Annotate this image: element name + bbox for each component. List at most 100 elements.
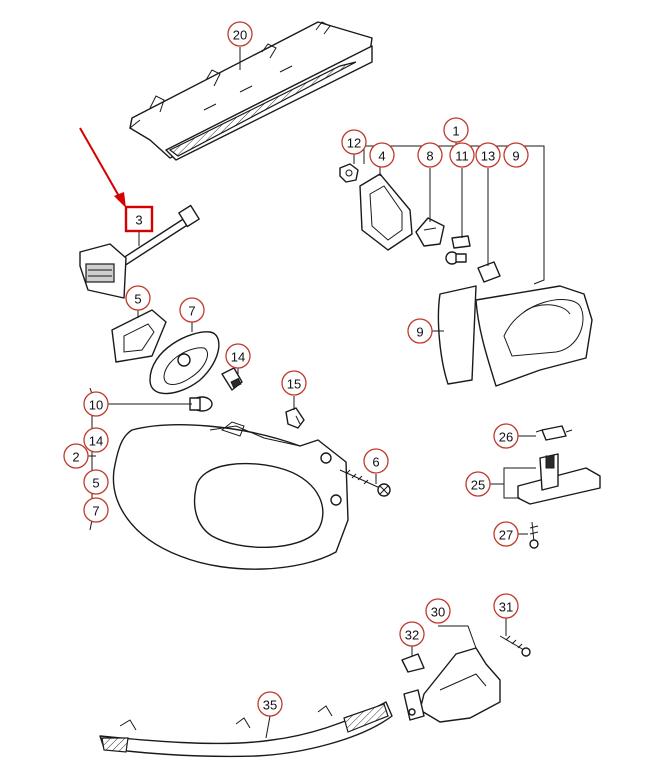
callout-label: 20 xyxy=(233,28,247,43)
callout-15[interactable]: 15 xyxy=(281,370,307,396)
callout-circle xyxy=(465,471,491,497)
callout-label: 26 xyxy=(499,430,513,445)
callout-circle xyxy=(493,521,519,547)
callout-highlight-box xyxy=(124,205,154,233)
callout-label: 9 xyxy=(512,149,519,164)
tail-lamp-illustration xyxy=(112,421,349,570)
callout-2[interactable]: 2 xyxy=(63,443,89,469)
callout-circle xyxy=(63,443,89,469)
callout-label: 9 xyxy=(416,325,423,340)
license-light-illustration xyxy=(517,425,601,549)
callout-circle xyxy=(83,391,109,417)
callout-circle xyxy=(475,142,501,168)
callout-8[interactable]: 8 xyxy=(417,142,443,168)
wedge-bulb-illustration xyxy=(445,235,471,265)
callout-label: 25 xyxy=(471,478,485,493)
callout-7b[interactable]: 7 xyxy=(83,497,109,523)
callout-label: 30 xyxy=(431,605,445,620)
callout-label: 32 xyxy=(405,628,419,643)
callout-label: 10 xyxy=(89,398,103,413)
callout-7a[interactable]: 7 xyxy=(179,297,205,323)
callout-label: 1 xyxy=(452,124,459,139)
festoon-bulb-illustration xyxy=(477,261,501,283)
callout-label: 7 xyxy=(92,504,99,519)
reflector-strip-illustration xyxy=(99,701,393,758)
callout-circle xyxy=(83,497,109,523)
callout-31[interactable]: 31 xyxy=(493,593,519,619)
callout-label: 5 xyxy=(92,476,99,491)
callout-circle xyxy=(425,598,451,624)
callout-13[interactable]: 13 xyxy=(475,142,501,168)
nut-illustration xyxy=(339,163,359,183)
socket-illustration xyxy=(285,407,305,429)
callout-11[interactable]: 11 xyxy=(449,142,475,168)
callout-9a[interactable]: 9 xyxy=(503,142,529,168)
callout-27[interactable]: 27 xyxy=(493,521,519,547)
callout-label: 3 xyxy=(135,213,142,228)
callout-circle xyxy=(407,318,433,344)
callout-25[interactable]: 25 xyxy=(465,471,491,497)
callout-4[interactable]: 4 xyxy=(369,142,395,168)
callout-20[interactable]: 20 xyxy=(227,21,253,47)
callout-label: 12 xyxy=(347,136,361,151)
bulb-holder-illustration xyxy=(79,204,200,299)
callout-12[interactable]: 12 xyxy=(341,129,367,155)
callout-circle xyxy=(179,297,205,323)
callout-32[interactable]: 32 xyxy=(399,621,425,647)
lamp-housing-illustration xyxy=(149,331,220,395)
callout-3[interactable]: 3 xyxy=(124,205,154,233)
callout-10[interactable]: 10 xyxy=(83,391,109,417)
callout-circle xyxy=(83,427,109,453)
screw-illustration-6 xyxy=(339,469,391,497)
callout-circle xyxy=(399,621,425,647)
callout-1[interactable]: 1 xyxy=(443,117,469,143)
callout-circle xyxy=(443,117,469,143)
callout-label: 6 xyxy=(372,455,379,470)
callout-circle xyxy=(227,21,253,47)
callout-label: 7 xyxy=(188,304,195,319)
callout-14b[interactable]: 14 xyxy=(83,427,109,453)
callout-circle xyxy=(493,423,519,449)
callout-label: 31 xyxy=(499,600,513,615)
callout-circle xyxy=(503,142,529,168)
callout-label: 15 xyxy=(287,377,301,392)
callout-label: 35 xyxy=(263,698,277,713)
callout-label: 4 xyxy=(378,149,385,164)
gasket-illustration xyxy=(111,309,167,363)
callout-circle xyxy=(257,691,283,717)
callout-35[interactable]: 35 xyxy=(257,691,283,717)
callout-label: 14 xyxy=(231,350,245,365)
large-bulb-illustration xyxy=(189,396,213,412)
callout-label: 13 xyxy=(481,149,495,164)
lens-illustration xyxy=(437,285,593,387)
frame-gasket-illustration xyxy=(359,173,413,251)
small-bulb-illustration xyxy=(221,367,243,391)
callout-label: 2 xyxy=(72,450,79,465)
callout-circle xyxy=(369,142,395,168)
highlight-arrow xyxy=(79,127,126,208)
callout-label: 8 xyxy=(426,149,433,164)
callout-circle xyxy=(417,142,443,168)
callout-9b[interactable]: 9 xyxy=(407,318,433,344)
callout-circle xyxy=(341,129,367,155)
callout-5a[interactable]: 5 xyxy=(125,285,151,311)
callout-label: 5 xyxy=(134,292,141,307)
callout-circle xyxy=(281,370,307,396)
callout-circle xyxy=(363,448,389,474)
callout-26[interactable]: 26 xyxy=(493,423,519,449)
callout-label: 11 xyxy=(455,149,469,164)
bulb-socket-illustration xyxy=(415,217,445,247)
callout-circle xyxy=(493,593,519,619)
leader-lines xyxy=(88,47,545,739)
callout-30[interactable]: 30 xyxy=(425,598,451,624)
callout-6[interactable]: 6 xyxy=(363,448,389,474)
callout-circle xyxy=(225,343,251,369)
callout-5b[interactable]: 5 xyxy=(83,469,109,495)
callout-label: 14 xyxy=(89,434,103,449)
callout-circle xyxy=(83,469,109,495)
callout-14a[interactable]: 14 xyxy=(225,343,251,369)
callout-label: 27 xyxy=(499,528,513,543)
side-marker-illustration xyxy=(401,635,531,723)
